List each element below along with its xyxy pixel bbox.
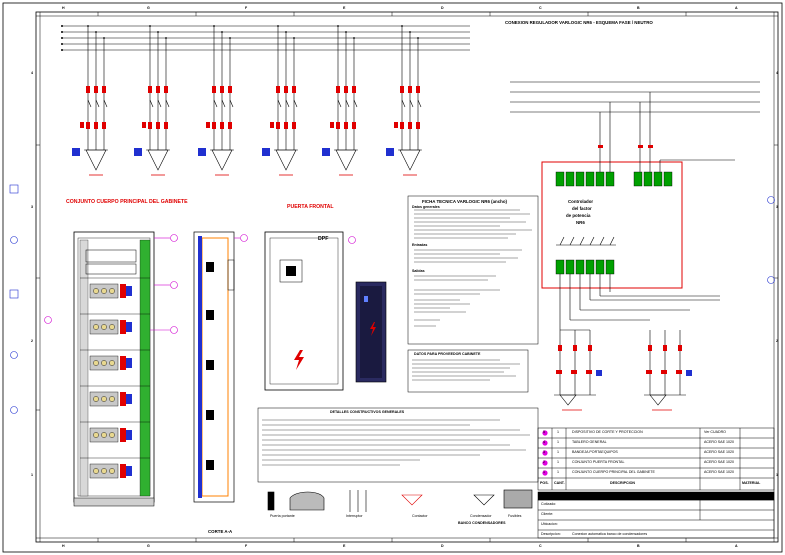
grid-col-label: F (245, 544, 248, 548)
bom-cant: 1 (557, 440, 559, 444)
bom-pos: 3 (543, 450, 545, 454)
cabinet-modules (80, 277, 150, 479)
grid-col-label: F (245, 6, 248, 10)
bom-cant: 1 (557, 430, 559, 434)
cabinet-3d-view (355, 281, 387, 383)
front-door-view (264, 231, 344, 391)
bom-material: ACERO SAE 1020 (704, 450, 734, 454)
bom-header-cant: CANT. (554, 481, 565, 485)
grid-col-label: H (62, 6, 65, 10)
grid-col-label: G (147, 544, 150, 548)
grid-col-label: A (735, 6, 738, 10)
grid-col-label: B (637, 6, 640, 10)
door-label: DPF (318, 236, 329, 242)
cabinet-module-6 (80, 457, 150, 479)
grid-row-label: 4 (31, 71, 33, 75)
cabinet-side-view (193, 231, 235, 503)
drawing-title: CONEXION REGULADOR VARLOGIC NR6 - ESQUEM… (505, 20, 653, 25)
bom-pos: 4 (543, 440, 545, 444)
title-field-2: Cliente: (541, 512, 554, 516)
bom-table (537, 427, 775, 539)
grid-col-label: C (539, 6, 542, 10)
bom-cant: 1 (557, 460, 559, 464)
legend-item-5: Fusibles (508, 514, 522, 518)
grid-row-label: 2 (31, 339, 33, 343)
bom-header-desc: DESCRIPCION (610, 481, 635, 485)
bom-cant: 1 (557, 450, 559, 454)
title-field-3: Ubicacion: (541, 522, 558, 526)
cabinet-main-body-title: CONJUNTO CUERPO PRINCIPAL DEL GABINETE (66, 199, 188, 205)
grid-col-label: H (62, 544, 65, 548)
tech-sheet-sub1: Datos generales (412, 205, 440, 209)
controller-box (541, 161, 683, 289)
cabinet-front-view (73, 231, 155, 507)
capacitor-step-6 (386, 25, 422, 176)
bom-cant: 1 (557, 470, 559, 474)
front-door-title: PUERTA FRONTAL (287, 204, 334, 210)
cut-view-title: CORTE A-A (208, 529, 233, 534)
grid-row-label: 3 (31, 205, 33, 209)
bom-desc: TABLERO GENERAL (572, 440, 607, 444)
bom-material: ACERO SAE 1020 (704, 440, 734, 444)
cabinet-module-5 (80, 421, 150, 443)
grid-col-label: E (343, 544, 346, 548)
capacitor-step-3 (198, 25, 234, 176)
bom-pos: 5 (543, 430, 545, 434)
grid-col-label: D (441, 6, 444, 10)
grid-row-label: 1 (776, 473, 778, 477)
cabinet-module-1 (80, 277, 150, 299)
bom-material: ACERO SAE 1020 (704, 460, 734, 464)
grid-col-label: A (735, 544, 738, 548)
bom-desc: CONJUNTO PUERTA FRONTAL (572, 460, 625, 464)
grid-row-label: 1 (31, 473, 33, 477)
bom-material: Ver CUADRO (704, 430, 726, 434)
controller-title-2: del factor (572, 206, 592, 211)
controller-title-4: NR6 (576, 220, 585, 225)
title-field-1: Cotizado: (541, 502, 557, 506)
cabinet-module-4 (80, 385, 150, 407)
title-desc-value: Conexion automatica banco de condensador… (572, 532, 648, 536)
cabinet-module-3 (80, 349, 150, 371)
capacitor-step-1 (72, 25, 108, 176)
capacitor-step-5 (322, 25, 358, 176)
legend-title: BANCO CONDENSADORES (458, 521, 506, 525)
controller-title-3: de potencia (566, 213, 591, 218)
notes-box-title: DETALLES CONSTRUCTIVOS GENERALES (330, 410, 405, 414)
grid-col-label: E (343, 6, 346, 10)
legend-item-1: Puerta portante (270, 514, 295, 518)
capacitor-step-4 (262, 25, 298, 176)
grid-row-label: 4 (776, 71, 778, 75)
capacitor-branches (72, 25, 422, 176)
provider-box-title: DATOS PARA PROVEEDOR CABINETE (414, 352, 481, 356)
tech-sheet-title: FICHA TECNICA VARLOGIC NR6 (ancho) (422, 199, 507, 204)
tech-sheet-sub3: Salidas (412, 269, 425, 273)
grid-col-label: C (539, 544, 542, 548)
grid-row-label: 3 (776, 205, 778, 209)
bom-header-mat: MATERIAL (742, 481, 761, 485)
legend-item-3: Contactor (412, 514, 428, 518)
legend-item-2: Interruptor (346, 514, 363, 518)
bom-pos: 1 (543, 470, 545, 474)
grid-col-label: D (441, 544, 444, 548)
bom-desc: BANDEJA PORTAEQUIPOS (572, 450, 618, 454)
legend-item-4: Condensador (470, 514, 492, 518)
cabinet-module-2 (80, 313, 150, 335)
grid-col-label: B (637, 544, 640, 548)
title-field-4: Descripcion: (541, 532, 561, 536)
grid-row-label: 2 (776, 339, 778, 343)
bom-pos: 2 (543, 460, 545, 464)
legend-symbols (267, 489, 533, 512)
inner-frame (35, 11, 779, 543)
bom-desc: CONJUNTO CUERPO PRINCIPAL DEL GABINETE (572, 470, 655, 474)
bom-header-pos: POS. (540, 481, 549, 485)
bom-desc: DISPOSITIVO DE CORTE Y PROTECCION (572, 430, 643, 434)
grid-col-label: G (147, 6, 150, 10)
capacitor-step-2 (134, 25, 170, 176)
tech-sheet-sub2: Entradas (412, 243, 428, 247)
controller-title-1: Controlador (568, 199, 594, 204)
bom-material: ACERO SAE 1020 (704, 470, 734, 474)
